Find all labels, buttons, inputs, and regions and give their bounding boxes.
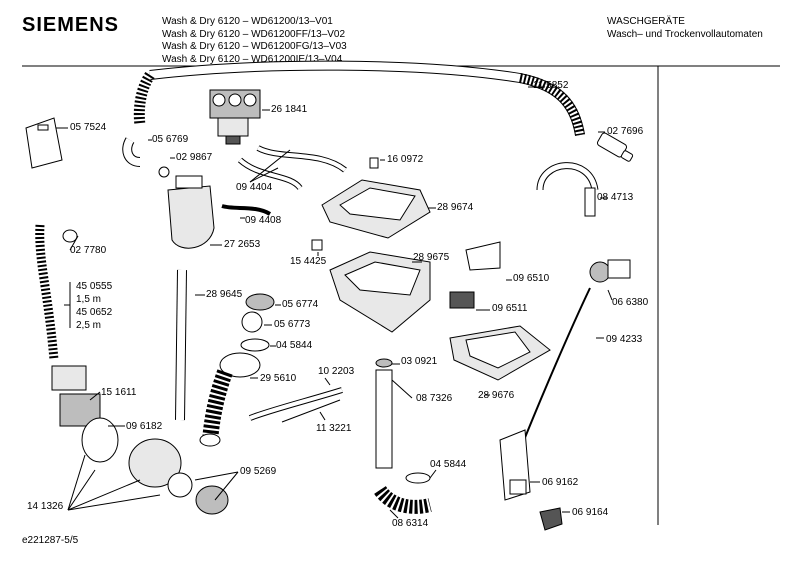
control-tray <box>321 179 431 239</box>
hose-option: 45 0555 <box>76 281 113 292</box>
small-hose <box>221 204 272 216</box>
drawer-housing <box>329 251 431 333</box>
part-label: 15 4425 <box>290 256 327 267</box>
model-line: Wash & Dry 6120 – WD61200FF/13–V02 <box>162 28 346 40</box>
part-label: 04 5844 <box>430 459 467 470</box>
inlet-valve <box>209 89 261 145</box>
small-clip <box>369 157 379 169</box>
part-label: 05 6769 <box>152 134 189 145</box>
gasket <box>245 293 275 311</box>
part-label: 28 9645 <box>206 289 243 300</box>
hose-option: 45 0652 <box>76 307 113 318</box>
category-subtitle: Wasch– und Trockenvollautomaten <box>607 28 763 40</box>
connector <box>311 239 323 251</box>
model-line: Wash & Dry 6120 – WD61200FG/13–V03 <box>162 41 347 52</box>
drain-hose-top <box>133 60 585 136</box>
bellows-hose <box>199 352 261 447</box>
part-label: 09 4408 <box>245 215 282 226</box>
model-line: Wash & Dry 6120 – WD61200IE/13–V04 <box>162 53 343 65</box>
part-label: 04 5844 <box>276 340 313 351</box>
part-label: 03 0921 <box>401 356 438 367</box>
part-label: 15 1611 <box>101 387 137 398</box>
document-id: e221287-5/5 <box>22 535 79 546</box>
hose-pair <box>237 145 347 191</box>
part-label: 06 9164 <box>572 507 609 518</box>
hose-clamp <box>240 338 270 352</box>
drawer-handle <box>465 241 501 271</box>
flap-cover <box>25 117 63 169</box>
part-label: 16 0972 <box>387 154 424 165</box>
part-label: 09 6182 <box>126 421 163 432</box>
pressure-switch <box>589 259 631 283</box>
hose-bracket <box>536 162 599 217</box>
part-label: 09 5269 <box>240 466 277 477</box>
elbow-hose <box>122 137 141 167</box>
hose-option: 2,5 m <box>76 320 102 331</box>
part-label: 08 4713 <box>597 192 634 203</box>
part-label: 05 7524 <box>70 122 107 133</box>
part-label: 09 4233 <box>606 334 643 345</box>
part-label: 06 6380 <box>612 297 649 308</box>
reservoir <box>167 175 215 249</box>
brand-logo: SIEMENS <box>22 14 120 36</box>
part-label: 29 5610 <box>260 373 297 384</box>
float-ball <box>241 311 263 333</box>
category-title: WASCHGERÄTE <box>607 16 685 27</box>
part-label: 02 7696 <box>607 126 644 137</box>
hose-option: 1,5 m <box>76 294 102 305</box>
part-label: 27 2653 <box>224 239 261 250</box>
lower-bellows <box>374 472 432 514</box>
part-label: 10 2203 <box>318 366 355 377</box>
rod <box>281 399 341 423</box>
leader-fan <box>67 454 161 511</box>
part-label: 05 6774 <box>282 299 319 310</box>
part-label: 14 1326 <box>27 501 64 512</box>
pump-housing <box>51 365 229 515</box>
part-label: 11 3221 <box>316 423 352 434</box>
flap-insert <box>449 291 475 309</box>
part-label: 05 6773 <box>274 319 311 330</box>
door-lever <box>499 429 531 501</box>
clamp-ring <box>158 166 170 178</box>
part-label: 08 6314 <box>392 518 429 529</box>
model-line: Wash & Dry 6120 – WD61200/13–V01 <box>162 16 333 27</box>
model-list: Wash & Dry 6120 – WD61200/13–V01 Wash & … <box>162 16 347 66</box>
end-cap-part <box>596 132 634 162</box>
category-block: WASCHGERÄTE Wasch– und Trockenvollautoma… <box>607 16 763 41</box>
part-label: 28 9675 <box>413 252 450 263</box>
part-label: 11 5852 <box>533 80 569 91</box>
part-label: 08 7326 <box>416 393 453 404</box>
part-label: 26 1841 <box>271 104 308 115</box>
part-label: 02 9867 <box>176 152 213 163</box>
part-label: 06 9162 <box>542 477 579 488</box>
part-label: 28 9676 <box>478 390 515 401</box>
part-label: 02 7780 <box>70 245 107 256</box>
hose-options: 45 0555 1,5 m 45 0652 2,5 m <box>76 280 112 332</box>
knob-part <box>539 507 563 531</box>
detergent-drawer <box>449 325 551 381</box>
part-label: 09 4404 <box>236 182 273 193</box>
pressure-tube <box>519 287 591 451</box>
drain-hose-left <box>35 224 78 361</box>
dispenser-pipe <box>375 358 393 469</box>
part-label: 09 6510 <box>513 273 550 284</box>
part-label: 28 9674 <box>437 202 474 213</box>
part-label: 09 6511 <box>492 303 528 314</box>
